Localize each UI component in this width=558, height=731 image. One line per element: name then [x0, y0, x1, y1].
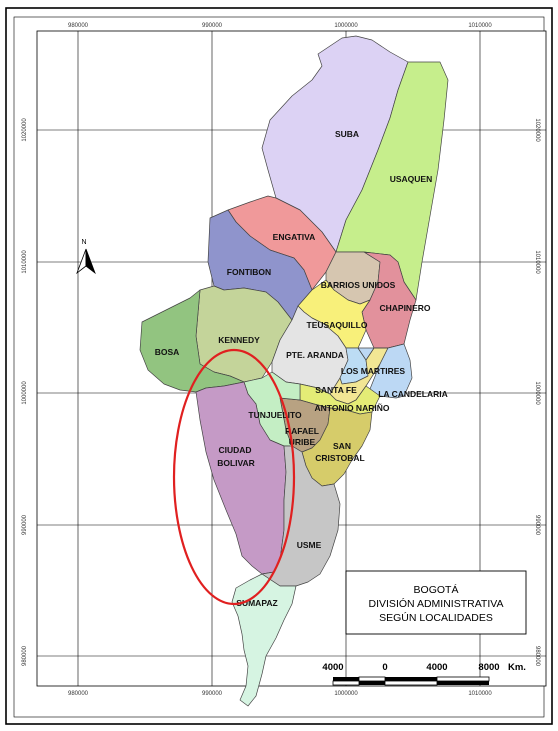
- usme-label: USME: [297, 540, 322, 550]
- locality-polygons: [139, 35, 449, 707]
- la-candelaria-region: [357, 343, 413, 399]
- y-tick-left-4: 980000: [22, 645, 28, 666]
- pte-aranda-label: PTE. ARANDA: [286, 350, 344, 360]
- scale-label-2: 4000: [426, 662, 447, 673]
- engativa-label: ENGATIVA: [273, 232, 316, 242]
- y-tick-right-1: 1010000: [534, 250, 540, 274]
- sumapaz-label: SUMAPAZ: [236, 598, 277, 608]
- locality-labels: SUBA USAQUEN ENGATIVA FONTIBON BARRIOS U…: [155, 129, 448, 608]
- y-tick-left-0: 1020000: [22, 118, 28, 142]
- uribe-label: URIBE: [289, 437, 316, 447]
- y-tick-right-0: 1020000: [534, 118, 540, 142]
- x-tick-bottom-1: 990000: [202, 691, 223, 697]
- y-tick-right-4: 980000: [534, 646, 540, 667]
- x-tick-top-0: 980000: [68, 23, 89, 29]
- antonio-narino-label: ANTONIO NARIÑO: [315, 403, 390, 413]
- scale-seg-8: [437, 681, 489, 685]
- la-candelaria-label: LA CANDELARIA: [378, 389, 448, 399]
- title-box: BOGOTÁ DIVISIÓN ADMINISTRATIVA SEGÚN LOC…: [345, 570, 527, 635]
- scale-seg-6: [359, 681, 385, 685]
- suba-label: SUBA: [335, 129, 359, 139]
- y-tick-left-2: 1000000: [22, 381, 28, 405]
- usaquen-label: USAQUEN: [390, 174, 433, 184]
- north-arrow-label: N: [81, 239, 86, 246]
- highlight-ellipse: [172, 348, 296, 606]
- north-arrow-icon: N: [76, 239, 96, 275]
- scale-seg-2: [358, 676, 386, 682]
- los-martires-label: LOS MARTIRES: [341, 366, 406, 376]
- cristobal-label: CRISTOBAL: [315, 453, 364, 463]
- x-tick-top-2: 1000000: [334, 23, 358, 29]
- scale-unit: Km.: [508, 662, 526, 673]
- usme-region: [261, 445, 341, 587]
- barrios-unidos-label: BARRIOS UNIDOS: [321, 280, 396, 290]
- scale-seg-4: [436, 676, 490, 682]
- title-line-1: BOGOTÁ: [414, 583, 459, 596]
- title-line-3: SEGÚN LOCALIDADES: [379, 611, 493, 624]
- scale-seg-1: [333, 677, 359, 681]
- y-tick-left-3: 990000: [22, 514, 28, 535]
- sumapaz-region: [231, 573, 297, 707]
- title-box-border: [345, 570, 527, 635]
- north-arrow-right-half: [85, 248, 96, 275]
- scale-seg-3: [385, 677, 437, 681]
- scale-label-0: 4000: [322, 662, 343, 673]
- fontibon-label: FONTIBON: [227, 267, 271, 277]
- scale-bar: 4000 0 4000 8000 Km.: [322, 662, 526, 686]
- bosa-label: BOSA: [155, 347, 180, 357]
- x-tick-top-1: 990000: [202, 23, 223, 29]
- x-tick-bottom-2: 1000000: [334, 691, 358, 697]
- y-tick-right-2: 1000000: [534, 381, 540, 405]
- y-tick-right-3: 990000: [534, 515, 540, 536]
- kennedy-label: KENNEDY: [218, 335, 260, 345]
- scale-seg-5: [332, 680, 360, 686]
- title-line-2: DIVISIÓN ADMINISTRATIVA: [369, 597, 504, 610]
- scale-label-3: 8000: [478, 662, 499, 673]
- x-tick-top-3: 1010000: [468, 23, 492, 29]
- rafael-label: RAFAEL: [285, 426, 319, 436]
- santa-fe-label: SANTA FE: [315, 385, 357, 395]
- chapinero-label: CHAPINERO: [379, 303, 430, 313]
- bolivar-label: BOLIVAR: [217, 458, 255, 468]
- grid-tick-labels: 980000 990000 1000000 1010000 980000 990…: [22, 23, 540, 697]
- y-tick-left-1: 1010000: [22, 250, 28, 274]
- scale-label-1: 0: [382, 662, 387, 673]
- x-tick-bottom-3: 1010000: [468, 691, 492, 697]
- tunjuelito-label: TUNJUELITO: [248, 410, 302, 420]
- scale-seg-7: [384, 680, 438, 686]
- ciudad-label: CIUDAD: [218, 445, 251, 455]
- san-label: SAN: [333, 441, 351, 451]
- teusaquillo-label: TEUSAQUILLO: [307, 320, 368, 330]
- x-tick-bottom-0: 980000: [68, 691, 89, 697]
